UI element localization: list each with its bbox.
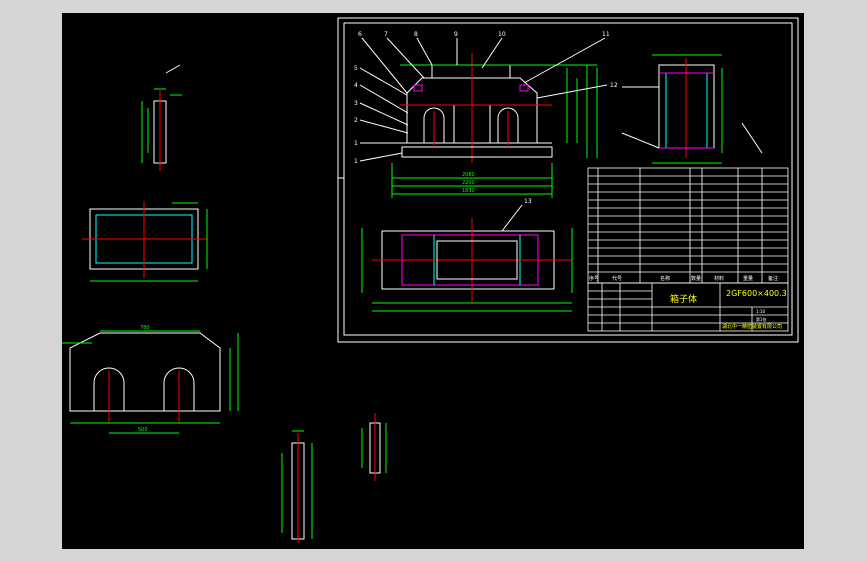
dim-main-width-2: 2200 (462, 180, 475, 186)
cad-canvas[interactable]: 6 7 8 9 10 11 5 4 3 2 1 1 12 13 2080 220… (62, 13, 804, 549)
detail-end-plate (62, 330, 239, 434)
callout-5: 5 (354, 65, 358, 72)
callout-4: 4 (354, 82, 358, 89)
top-view (361, 204, 573, 312)
dimension-labels: 2080 2200 1830 (462, 172, 475, 194)
bom-header-code: 代号 (612, 275, 622, 282)
detail-cover-plate (82, 201, 208, 282)
callout-2: 2 (354, 117, 358, 124)
bom-table (587, 167, 789, 284)
dim-piece-width: 780 (140, 325, 150, 331)
scale-value: 1:10 (756, 309, 765, 314)
callout-8: 8 (414, 31, 418, 38)
detail-bar-1 (281, 430, 313, 543)
sheet-label: 第1张 (756, 316, 767, 322)
dim-main-width: 2080 (462, 172, 475, 178)
callout-labels: 6 7 8 9 10 11 5 4 3 2 1 1 12 13 (354, 31, 618, 205)
dim-main-width-3: 1830 (462, 188, 475, 194)
callout-1: 1 (354, 158, 358, 165)
callout-11: 11 (602, 31, 610, 38)
dim-leg-spacing: 500 (138, 427, 148, 433)
side-view (621, 54, 763, 164)
cad-drawing: 6 7 8 9 10 11 5 4 3 2 1 1 12 13 2080 220… (62, 17, 799, 543)
front-view (359, 37, 608, 198)
callout-12: 12 (610, 82, 618, 89)
bom-header-qty: 数量 (691, 275, 701, 282)
drawing-number: 2GF600×400.3 (726, 289, 787, 298)
bom-header: 序号 代号 名称 数量 材料 重量 备注 (589, 275, 778, 282)
detail-bar-2 (361, 413, 387, 481)
title-block (587, 282, 789, 332)
bom-header-material: 材料 (714, 275, 724, 282)
callout-13: 13 (524, 198, 532, 205)
company-name: 湖北中一精密装置有限公司 (722, 323, 782, 330)
bom-header-name: 名称 (660, 275, 670, 282)
bom-header-seq: 序号 (589, 275, 599, 282)
callout-1b: 1 (354, 140, 358, 147)
bom-header-weight: 重量 (743, 275, 753, 282)
bom-header-remark: 备注 (768, 275, 778, 282)
callout-3: 3 (354, 100, 358, 107)
callout-7: 7 (384, 31, 388, 38)
callout-10: 10 (498, 31, 506, 38)
drawing-name: 箱子体 (670, 293, 697, 305)
callout-9: 9 (454, 31, 458, 38)
detail-plate-1 (141, 64, 182, 171)
callout-6: 6 (358, 31, 362, 38)
drawing-frame (337, 17, 799, 343)
